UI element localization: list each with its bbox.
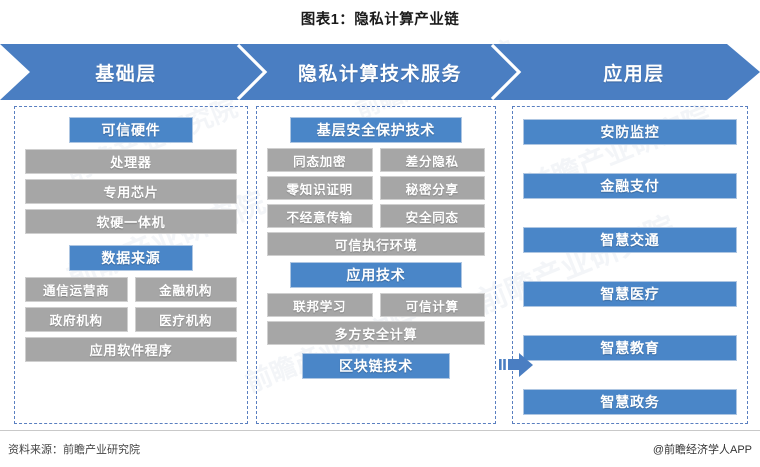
node-dedicated-chip[interactable]: 专用芯片 (25, 179, 237, 204)
node-federated-learning[interactable]: 联邦学习 (267, 293, 373, 317)
brand-label: @前瞻经济学人APP (652, 444, 752, 456)
node-smart-government[interactable]: 智慧政务 (523, 389, 737, 415)
banner-segment-label: 隐私计算技术服务 (297, 63, 462, 85)
node-secure-homomorphism[interactable]: 安全同态 (379, 204, 485, 228)
node-integrated-machine[interactable]: 软硬一体机 (25, 209, 237, 234)
node-telecom-operator[interactable]: 通信运营商 (25, 277, 128, 302)
banner-shape (0, 44, 760, 100)
node-government-agency[interactable]: 政府机构 (25, 307, 128, 332)
node-oblivious-transfer[interactable]: 不经意传输 (267, 204, 373, 228)
flow-arrow-icon (499, 352, 535, 378)
node-smart-education[interactable]: 智慧教育 (523, 335, 737, 361)
group-header-base-security[interactable]: 基层安全保护技术 (290, 117, 462, 143)
group-header-blockchain[interactable]: 区块链技术 (302, 353, 450, 379)
banner-segment-label: 应用层 (603, 63, 665, 85)
node-processor[interactable]: 处理器 (25, 149, 237, 174)
node-smart-healthcare[interactable]: 智慧医疗 (523, 281, 737, 307)
node-smart-transportation[interactable]: 智慧交通 (523, 227, 737, 253)
column-technology: 基层安全保护技术 同态加密 差分隐私 零知识证明 秘密分享 不经意传输 安全同态… (256, 106, 496, 424)
banner-segment-label: 基础层 (95, 63, 157, 85)
node-multiparty-secure-computation[interactable]: 多方安全计算 (267, 321, 485, 345)
group-header-application-tech[interactable]: 应用技术 (290, 262, 462, 288)
node-pair-row: 政府机构 医疗机构 (25, 307, 237, 332)
node-security-surveillance[interactable]: 安防监控 (523, 119, 737, 145)
right-arrow-icon (499, 353, 533, 377)
banner-segment-application[interactable]: 应用层 (508, 44, 760, 100)
node-homomorphic-encryption[interactable]: 同态加密 (267, 148, 373, 172)
process-banner: 基础层 隐私计算技术服务 应用层 (0, 44, 760, 100)
node-financial-institution[interactable]: 金融机构 (134, 277, 237, 302)
technology-stack: 基层安全保护技术 同态加密 差分隐私 零知识证明 秘密分享 不经意传输 安全同态… (267, 117, 485, 379)
node-financial-payment[interactable]: 金融支付 (523, 173, 737, 199)
banner-segment-foundation[interactable]: 基础层 (0, 44, 252, 100)
source-note: 资料来源：前瞻产业研究院 (8, 444, 140, 456)
value-chain-columns: 可信硬件 处理器 专用芯片 软硬一体机 数据来源 通信运营商 金融机构 政府机构… (0, 106, 760, 426)
group-header-data-source[interactable]: 数据来源 (69, 245, 193, 271)
node-application-software[interactable]: 应用软件程序 (25, 337, 237, 362)
column-foundation: 可信硬件 处理器 专用芯片 软硬一体机 数据来源 通信运营商 金融机构 政府机构… (14, 106, 248, 424)
node-pair-row: 零知识证明 秘密分享 (267, 176, 485, 200)
node-pair-row: 联邦学习 可信计算 (267, 293, 485, 317)
node-pair-row: 同态加密 差分隐私 (267, 148, 485, 172)
banner-segment-technology[interactable]: 隐私计算技术服务 (252, 44, 508, 100)
node-pair-row: 不经意传输 安全同态 (267, 204, 485, 228)
node-medical-institution[interactable]: 医疗机构 (134, 307, 237, 332)
application-stack: 安防监控 金融支付 智慧交通 智慧医疗 智慧教育 智慧政务 (523, 119, 737, 415)
group-header-trusted-hardware[interactable]: 可信硬件 (69, 117, 193, 143)
node-trusted-execution-environment[interactable]: 可信执行环境 (267, 232, 485, 256)
footer: 资料来源：前瞻产业研究院 @前瞻经济学人APP (0, 430, 760, 467)
column-application: 安防监控 金融支付 智慧交通 智慧医疗 智慧教育 智慧政务 (512, 106, 748, 424)
page-title: 图表1：隐私计算产业链 (300, 12, 460, 28)
node-secret-sharing[interactable]: 秘密分享 (379, 176, 485, 200)
node-pair-row: 通信运营商 金融机构 (25, 277, 237, 302)
foundation-stack: 可信硬件 处理器 专用芯片 软硬一体机 数据来源 通信运营商 金融机构 政府机构… (25, 117, 237, 367)
node-zero-knowledge-proof[interactable]: 零知识证明 (267, 176, 373, 200)
node-trusted-computing[interactable]: 可信计算 (379, 293, 485, 317)
node-differential-privacy[interactable]: 差分隐私 (379, 148, 485, 172)
